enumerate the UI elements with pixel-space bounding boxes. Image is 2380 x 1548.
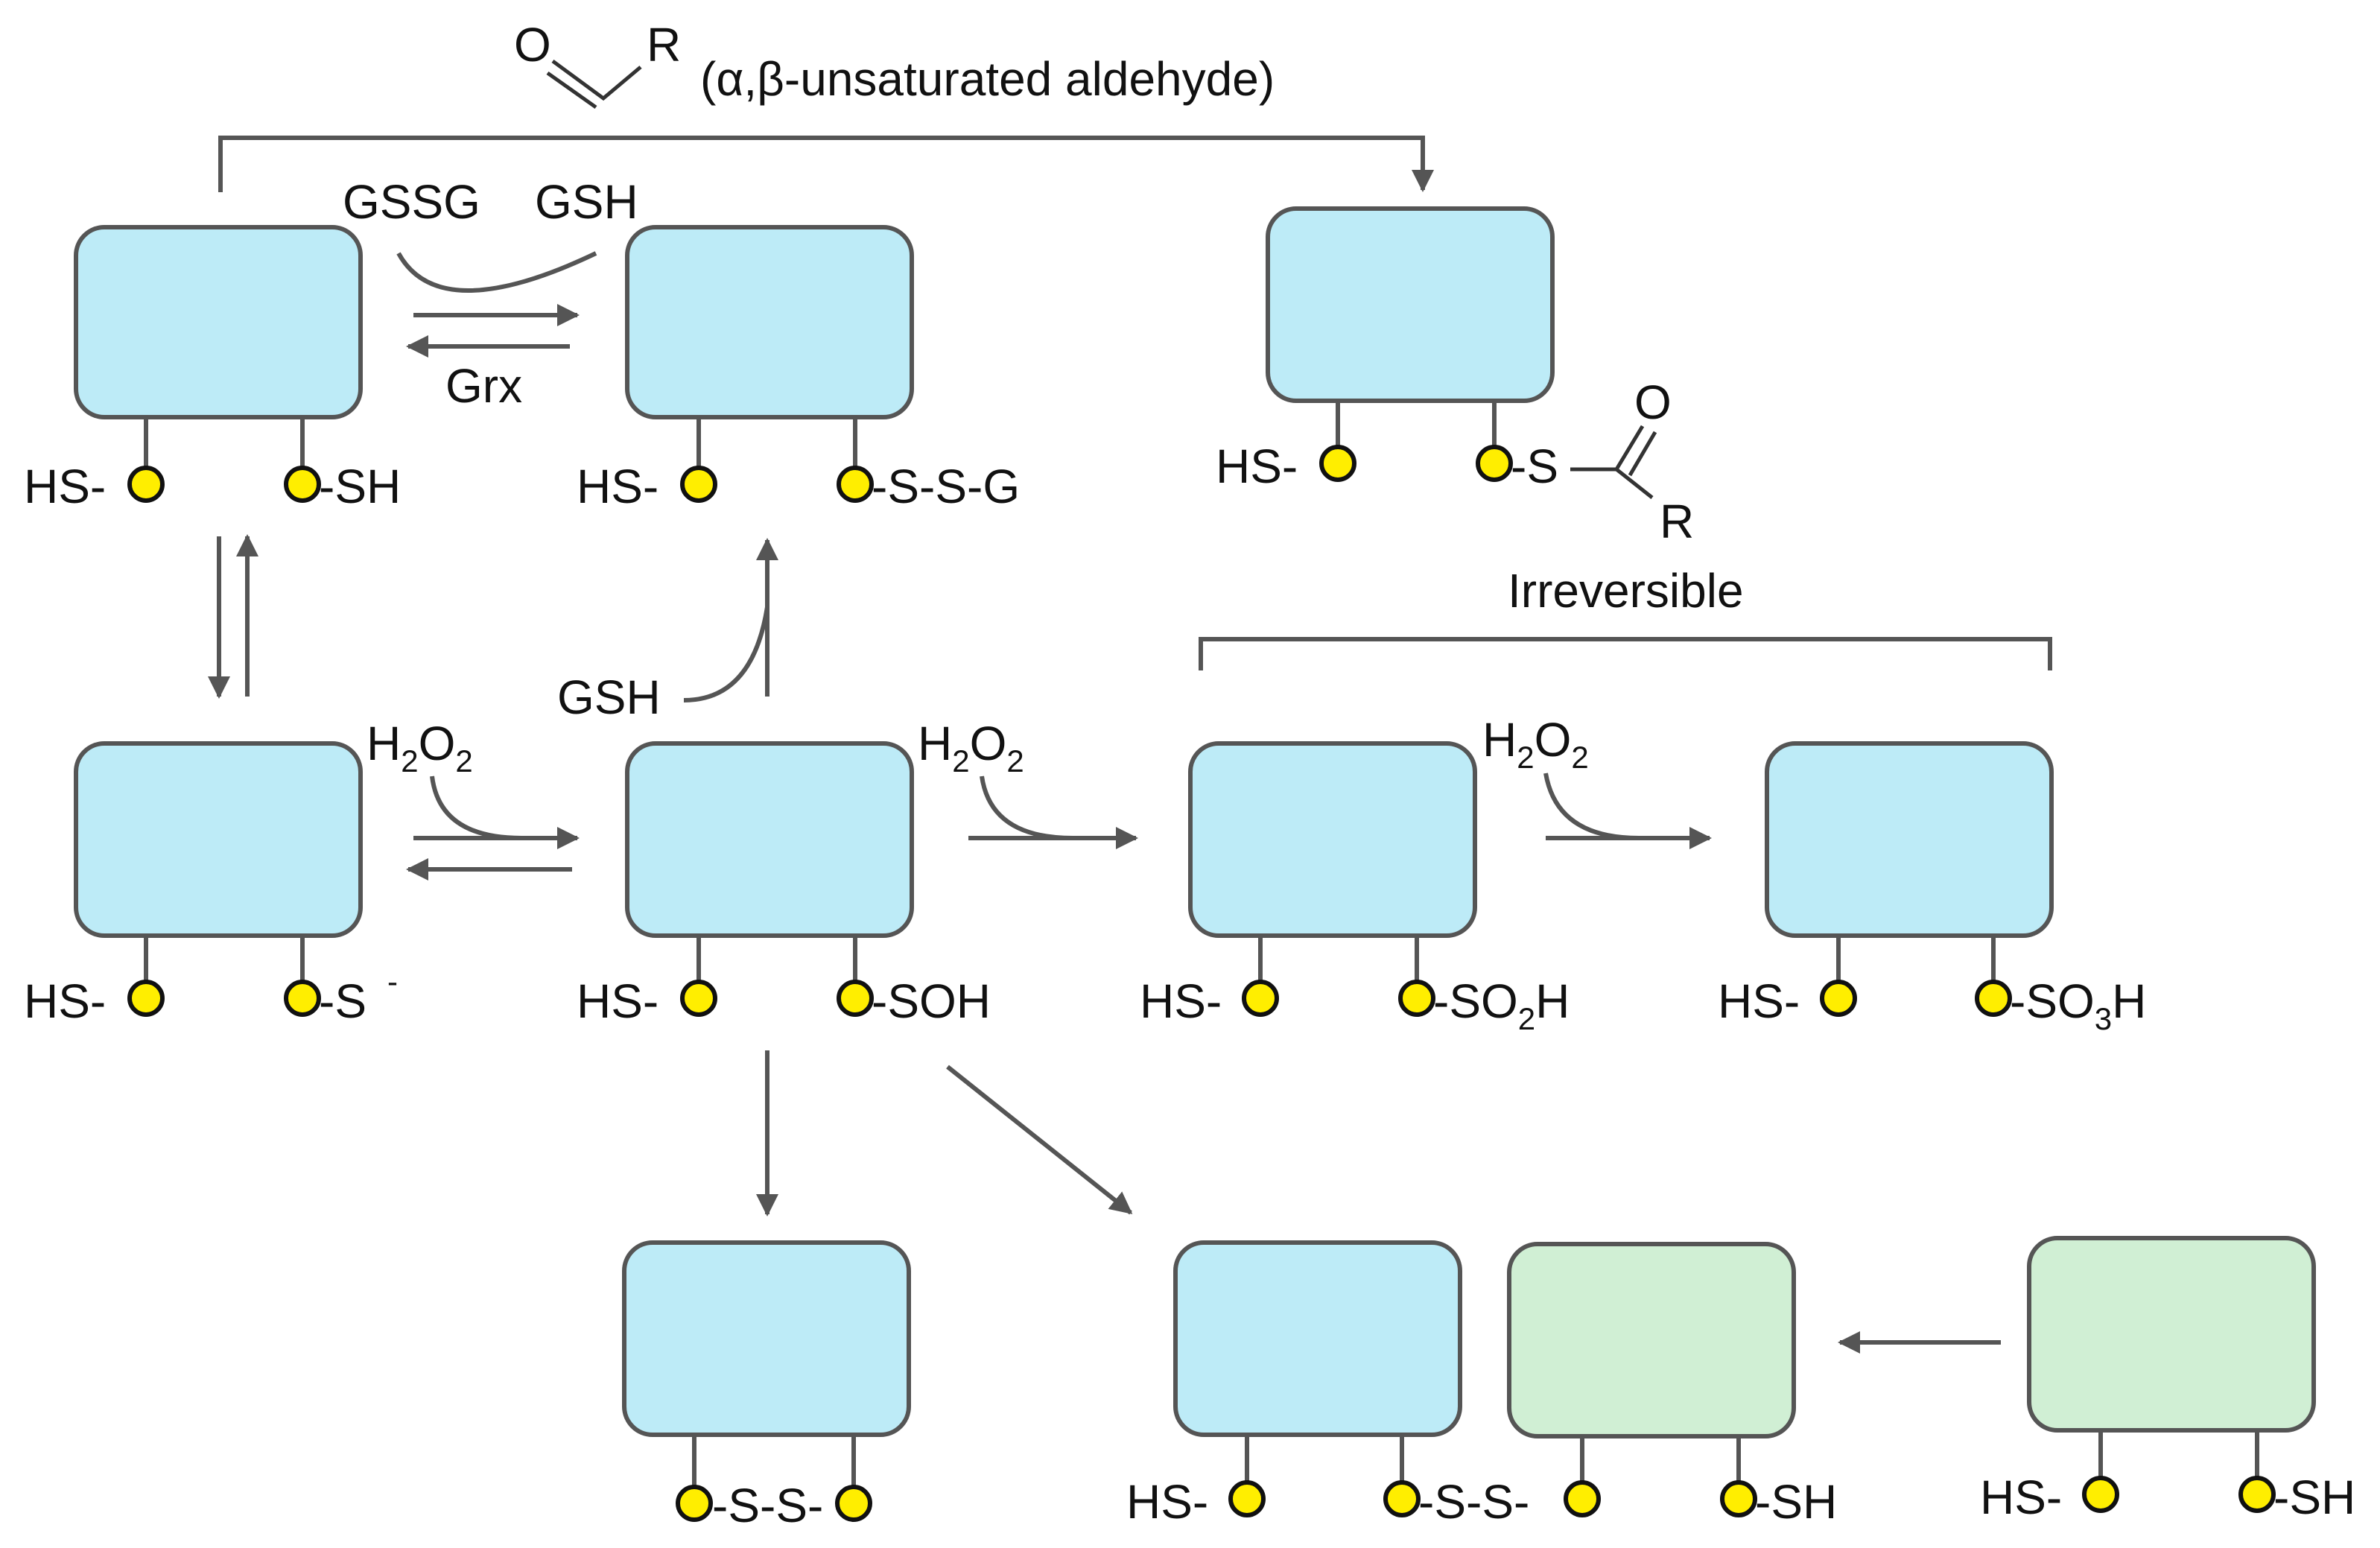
gssg-curve [396, 251, 597, 293]
hs-label: HS- [577, 460, 659, 513]
h2o2-label-1: H2O2 [366, 717, 473, 778]
adduct-o-label: O [1634, 375, 1672, 429]
hs-label: HS- [24, 974, 106, 1028]
gsh-label-top: GSH [535, 175, 638, 229]
cysteine-icon [1319, 445, 1356, 482]
cysteine-icon [835, 1485, 872, 1522]
hs-label: HS- [24, 460, 106, 513]
cysteine-icon [1242, 980, 1279, 1017]
protein-box [2027, 1236, 2316, 1433]
gsh-label-mid: GSH [557, 670, 661, 724]
protein-inter-disulfide-green: -SH [1507, 1242, 1837, 1529]
aldehyde-r-label: R [647, 18, 681, 72]
svg-text:H2O2: H2O2 [366, 717, 473, 778]
protein-box [1188, 741, 1477, 938]
protein-reduced-top: HS- -SH [24, 225, 401, 513]
protein-box [622, 1240, 911, 1437]
protein-box [1173, 1240, 1462, 1437]
protein-box [74, 741, 363, 938]
cysteine-icon [1398, 980, 1435, 1017]
sh-label: -SH [319, 460, 401, 513]
protein-box [625, 225, 914, 419]
h2o2-curve-3 [1543, 773, 1640, 840]
cysteine-icon [127, 466, 165, 503]
gssg-label: GSSG [343, 175, 480, 229]
so3h-label: -SO3H [2010, 974, 2146, 1036]
cysteine-icon [680, 466, 717, 503]
sh-label: -SH [1755, 1475, 1837, 1529]
protein-box [74, 225, 363, 419]
gsh-curve [683, 606, 769, 702]
hs-label: HS- [1126, 1475, 1208, 1529]
irreversible-label: Irreversible [1508, 564, 1744, 618]
so2h-label: -SO2H [1433, 974, 1570, 1036]
hs-label: HS- [1216, 440, 1298, 493]
svg-text:H2O2: H2O2 [1482, 713, 1589, 775]
aldehyde-structure: O R (α,β-unsaturated aldehyde) [514, 18, 1275, 110]
adduct-carbonyl [1614, 425, 1645, 471]
protein-thiolate: HS- -S - [24, 741, 398, 1028]
hs-label: HS- [577, 974, 659, 1028]
aldehyde-arrow [218, 136, 1434, 192]
irreversible-bracket [1199, 637, 2052, 670]
cysteine-icon [1383, 1480, 1421, 1517]
adduct-carbonyl-double [1628, 431, 1657, 477]
sh-label: -SH [2273, 1471, 2355, 1524]
protein-sulfinic: HS- -SO2H [1140, 741, 1570, 1036]
cysteine-icon [680, 980, 717, 1017]
inter-disulfide-arrow [946, 1065, 1133, 1215]
aldehyde-double-bond [546, 71, 597, 110]
cysteine-icon [837, 980, 874, 1017]
cysteine-icon [127, 980, 165, 1017]
cysteine-icon [837, 466, 874, 503]
hs-label: HS- [1980, 1471, 2062, 1524]
protein-glutathionylated: HS- -S-S-G [577, 225, 1020, 513]
cysteine-icon [1476, 445, 1513, 482]
cysteine-icon [2082, 1476, 2119, 1513]
protein-box [1765, 741, 2054, 938]
h2o2-curve-2 [980, 775, 1073, 840]
protein-partner-green: HS- -SH [1980, 1236, 2355, 1524]
protein-box [1507, 1242, 1796, 1438]
minus-charge: - [387, 964, 398, 999]
adduct-s-label: -S [1511, 440, 1558, 493]
cysteine-icon [1564, 1480, 1601, 1517]
protein-sulfonic: HS- -SO3H [1718, 741, 2146, 1036]
protein-inter-disulfide-blue: HS- -S-S- [1126, 1240, 1529, 1529]
aldehyde-bond [551, 59, 642, 101]
h2o2-label-3: H2O2 [1482, 713, 1589, 775]
svg-text:H2O2: H2O2 [918, 717, 1024, 778]
cysteine-icon [2238, 1476, 2276, 1513]
cysteine-icon [1820, 980, 1857, 1017]
adduct-bond [1570, 467, 1654, 499]
hs-label: HS- [1718, 974, 1800, 1028]
h2o2-label-2: H2O2 [918, 717, 1024, 778]
cysteine-icon [676, 1485, 713, 1522]
intra-disulfide-label: -S-S- [712, 1479, 823, 1532]
grx-label: Grx [445, 359, 522, 413]
ssg-label: -S-S-G [872, 460, 1020, 513]
thiolate-label: -S [319, 974, 366, 1028]
cysteine-icon [284, 466, 321, 503]
aldehyde-description: (α,β-unsaturated aldehyde) [700, 52, 1275, 106]
adduct-r-label: R [1660, 495, 1694, 548]
protein-box [625, 741, 914, 938]
cysteine-icon [1228, 1480, 1266, 1517]
aldehyde-o-label: O [514, 18, 551, 72]
cysteine-icon [1720, 1480, 1757, 1517]
soh-label: -SOH [872, 974, 991, 1028]
hs-label: HS- [1140, 974, 1222, 1028]
protein-box [1266, 206, 1555, 403]
h2o2-curve-1 [430, 775, 522, 840]
cysteine-icon [284, 980, 321, 1017]
protein-sulfenic: HS- -SOH [577, 741, 991, 1028]
cysteine-icon [1975, 980, 2012, 1017]
protein-intra-disulfide: -S-S- [622, 1240, 911, 1532]
inter-disulfide-label: -S-S- [1418, 1475, 1529, 1529]
protein-aldehyde-adduct: HS- -S O R [1216, 206, 1694, 548]
